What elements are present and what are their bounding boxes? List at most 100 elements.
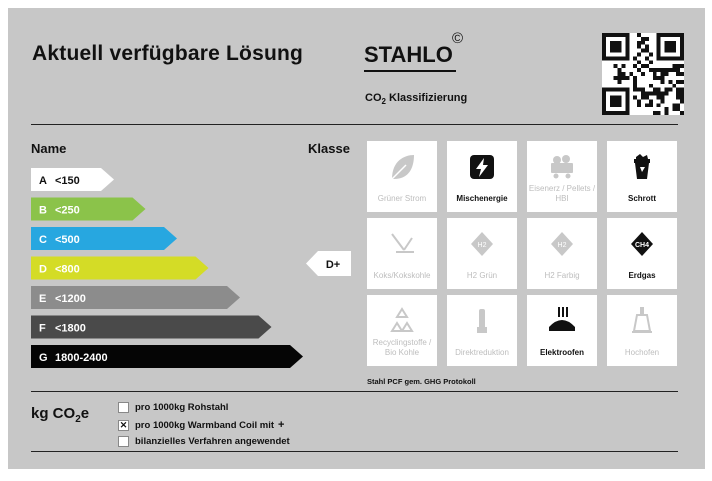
ch4-icon: CH4	[631, 232, 653, 256]
class-bar-shape	[31, 286, 240, 309]
source-tile-label: Recyclingstoffe / Bio Kohle	[372, 338, 432, 357]
svg-text:CH4: CH4	[635, 242, 649, 249]
class-bar-b: B <250	[31, 197, 146, 221]
classification-sub: 2	[381, 97, 386, 107]
source-tile[interactable]: Eisenerz / Pellets / HBI	[527, 141, 597, 212]
class-letter: E	[39, 293, 46, 305]
leaf-icon	[391, 155, 414, 180]
class-range: <800	[55, 264, 80, 276]
option-bilanziell[interactable]: bilanzielles Verfahren angewendet	[118, 436, 290, 447]
unit-suffix: e	[80, 405, 90, 422]
coke-icon	[391, 233, 414, 253]
class-bar-shape	[31, 227, 177, 250]
source-tile-label: Hochofen	[624, 348, 660, 357]
current-class-arrow	[306, 251, 351, 276]
source-tile-label: Eisenerz / Pellets / HBI	[528, 184, 596, 203]
class-bar-d: D <800	[31, 256, 209, 280]
option-warmband[interactable]: pro 1000kg Warmband Coil mit +	[118, 419, 284, 431]
option-checkbox[interactable]	[118, 402, 129, 413]
class-letter: A	[39, 175, 47, 187]
source-tile[interactable]: Hochofen	[607, 295, 677, 366]
class-bar-shape	[31, 197, 146, 221]
svg-text:H2: H2	[478, 242, 487, 249]
name-column-label: Name	[31, 141, 67, 156]
source-tile-label: Direktreduktion	[455, 348, 509, 357]
source-tile[interactable]: Elektroofen	[527, 295, 597, 366]
lightning-icon	[470, 155, 494, 179]
class-bar-f: F <1800	[31, 315, 272, 339]
class-range: <1800	[55, 323, 86, 335]
blast-furnace-icon	[632, 307, 652, 333]
scrap-bin-icon	[634, 154, 650, 179]
source-tile-label: Elektroofen	[539, 348, 584, 357]
h2-green-icon: H2	[471, 232, 493, 256]
classification-caption: CO2 Klassifizierung	[365, 92, 467, 106]
option-label: pro 1000kg Rohstahl	[135, 402, 229, 413]
source-tile-grid: Grüner Strom Mischenergie Eisenerz / Pelle…	[367, 141, 687, 371]
class-bar-shape	[31, 256, 209, 280]
recycle-icon	[390, 307, 414, 332]
divider-bottom	[31, 451, 678, 452]
divider-top	[31, 124, 678, 125]
source-tile-label: Mischenergie	[456, 194, 508, 203]
source-tile-label: Erdgas	[628, 271, 656, 280]
class-bar-a: A <150	[31, 168, 114, 191]
source-tile-label: Koks/Kokskohle	[373, 271, 431, 280]
class-bar-shape	[31, 345, 303, 368]
classification-prefix: CO	[365, 92, 382, 104]
class-range: <150	[55, 175, 80, 187]
source-tile[interactable]: Recyclingstoffe / Bio Kohle	[367, 295, 437, 366]
page-title: Aktuell verfügbare Lösung	[32, 42, 304, 65]
option-label: pro 1000kg Warmband Coil mit	[135, 419, 275, 431]
class-bar-shape	[31, 168, 114, 191]
copyright-mark: ©	[452, 30, 464, 47]
option-label: bilanzielles Verfahren angewendet	[135, 436, 290, 447]
class-bar-e: E <1200	[31, 286, 240, 309]
source-tile[interactable]: H2 H2 Farbig	[527, 218, 597, 289]
current-class-value: D+	[326, 259, 340, 271]
pcf-note: Stahl PCF gem. GHG Protokoll	[367, 377, 476, 386]
current-class-marker: D+	[306, 251, 351, 276]
qr-code[interactable]	[602, 33, 684, 115]
h2-color-icon: H2	[551, 232, 573, 256]
class-range: <500	[55, 234, 80, 246]
source-tile[interactable]: Koks/Kokskohle	[367, 218, 437, 289]
option-rohstahl[interactable]: pro 1000kg Rohstahl	[118, 402, 228, 413]
klasse-column-label: Klasse	[308, 141, 350, 156]
ore-cart-icon	[551, 155, 573, 179]
source-tile-label: Schrott	[628, 194, 656, 203]
unit-sub: 2	[75, 414, 81, 425]
source-tile[interactable]: Direktreduktion	[447, 295, 517, 366]
unit-label: kg CO2e	[31, 405, 89, 425]
co2-label-card: Aktuell verfügbare Lösung STAHLO © CO2 K…	[8, 8, 705, 469]
class-letter: D	[39, 264, 47, 276]
direct-reduction-icon	[477, 309, 487, 333]
source-tile-label: H2 Grün	[466, 271, 498, 280]
source-tile[interactable]: Schrott	[607, 141, 677, 212]
class-letter: G	[39, 352, 48, 364]
source-tile[interactable]: Grüner Strom	[367, 141, 437, 212]
source-tile-label: H2 Farbig	[544, 271, 580, 280]
class-letter: B	[39, 205, 47, 217]
class-range: <250	[55, 205, 80, 217]
electric-furnace-icon	[549, 307, 575, 331]
source-tile[interactable]: H2 H2 Grün	[447, 218, 517, 289]
option-checkbox[interactable]	[118, 419, 129, 431]
unit-prefix: kg CO	[31, 405, 76, 422]
class-letter: C	[39, 234, 47, 246]
plus-icon: +	[278, 419, 285, 431]
source-tile[interactable]: Mischenergie	[447, 141, 517, 212]
class-bar-c: C <500	[31, 227, 177, 250]
option-checkbox[interactable]	[118, 436, 129, 447]
classification-suffix: Klassifizierung	[385, 92, 468, 104]
brand-logo: STAHLO	[364, 42, 453, 67]
svg-text:H2: H2	[558, 242, 567, 249]
class-range: <1200	[55, 293, 86, 305]
class-bar-shape	[31, 315, 272, 339]
divider-middle	[31, 391, 678, 392]
class-letter: F	[39, 323, 46, 335]
source-tile-label: Grüner Strom	[377, 194, 427, 203]
